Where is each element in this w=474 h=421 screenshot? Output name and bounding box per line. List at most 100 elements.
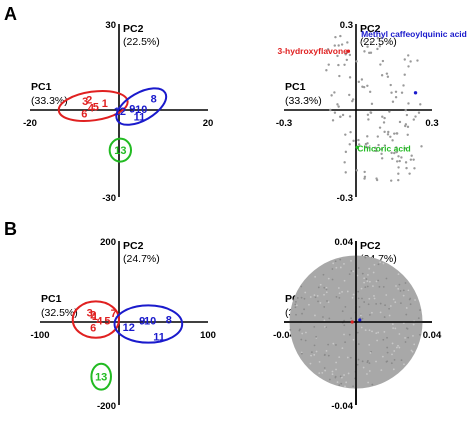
highlight-point-blue (413, 91, 418, 95)
loading-point (413, 343, 416, 346)
loading-point (301, 312, 303, 315)
loading-point (397, 172, 400, 175)
loading-point (364, 329, 367, 332)
annotation-label: Chicoric acid (357, 144, 410, 154)
loading-point (357, 343, 360, 345)
y-tick-label-min: -30 (102, 193, 116, 204)
y-axis-title: PC2 (123, 240, 144, 252)
loading-point (399, 302, 402, 305)
loading-point (410, 349, 413, 352)
loading-point (357, 267, 360, 269)
loading-point (406, 327, 409, 330)
loading-point (348, 143, 351, 146)
loading-point (418, 333, 421, 336)
loading-point (400, 359, 403, 362)
loading-point (383, 144, 387, 147)
loading-point (384, 304, 386, 307)
highlight-point-red (346, 49, 351, 53)
loading-point (404, 108, 407, 112)
loading-point (313, 325, 316, 328)
loading-point (325, 69, 328, 72)
loading-point (333, 91, 336, 94)
loading-point (305, 331, 307, 334)
loading-point (381, 355, 384, 358)
loading-point (309, 296, 312, 298)
loading-point (340, 382, 343, 385)
loading-point (367, 146, 370, 149)
loading-point (323, 367, 326, 369)
loading-point (294, 306, 297, 309)
loading-point (315, 335, 318, 338)
loading-point (361, 360, 364, 363)
loading-point (346, 356, 349, 359)
loading-point (345, 381, 348, 384)
loading-point (397, 287, 400, 290)
loading-point (417, 111, 421, 114)
x-axis-title: PC1 (31, 81, 52, 93)
loading-point (369, 351, 372, 354)
loading-point (367, 273, 369, 276)
loading-point (338, 356, 341, 359)
loading-point (387, 130, 390, 134)
loading-point (321, 371, 324, 374)
loading-point (346, 41, 349, 44)
loading-point (369, 40, 373, 44)
loading-point (314, 314, 316, 317)
y-tick-label-min: -0.3 (337, 193, 353, 204)
loading-point (365, 145, 368, 148)
loading-point (327, 301, 330, 304)
loading-point (364, 256, 367, 259)
loading-point (389, 135, 392, 139)
y-axis-title: PC2 (360, 23, 381, 35)
loading-point (367, 303, 370, 306)
y-axis-title: PC2 (360, 240, 381, 252)
loading-point (393, 151, 396, 155)
loading-point (395, 346, 398, 349)
loading-point (409, 303, 412, 306)
sample-label-12: 12 (114, 106, 126, 118)
loading-point (339, 34, 342, 38)
loading-point (334, 260, 337, 263)
loading-point (397, 166, 400, 169)
loading-point (374, 149, 377, 153)
loading-point (362, 39, 366, 43)
loading-point (364, 142, 368, 146)
loading-point (348, 53, 352, 57)
y-axis-percent: (22.5%) (123, 36, 160, 48)
loading-point (363, 50, 366, 53)
loading-point (392, 368, 395, 371)
loading-point (356, 274, 359, 277)
loading-point (335, 296, 338, 298)
loading-point (414, 115, 417, 118)
loading-point (352, 270, 355, 273)
sample-label-9: 9 (139, 315, 145, 327)
loading-point (412, 323, 415, 326)
loading-point (355, 169, 359, 172)
loading-point (390, 91, 393, 94)
loading-point (309, 362, 312, 365)
loading-point (352, 338, 355, 341)
loading-point (349, 130, 352, 134)
loading-point (356, 363, 359, 366)
loading-point (295, 300, 297, 303)
loading-point (331, 370, 334, 373)
loading-point (408, 172, 411, 175)
loading-point (335, 368, 337, 371)
loading-point (322, 316, 324, 318)
x-axis-title: PC1 (285, 81, 306, 93)
loading-point (393, 350, 396, 352)
loading-point (391, 100, 395, 103)
loading-point (334, 375, 337, 378)
loading-point (367, 381, 370, 384)
x-tick-label-min: -100 (30, 330, 49, 341)
loading-point (391, 139, 394, 142)
loading-point (325, 286, 328, 289)
loading-point (344, 133, 347, 136)
sample-label-2: 2 (90, 309, 96, 321)
loading-point (378, 45, 381, 48)
loading-point (340, 376, 343, 379)
loading-point (385, 294, 388, 296)
